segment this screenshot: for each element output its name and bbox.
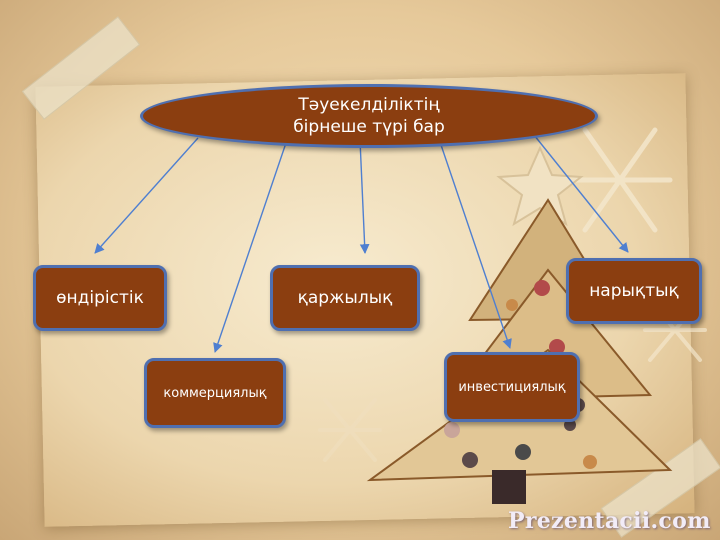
- root-node-label: Тәуекелділіктің бірнеше түрі бар: [293, 95, 445, 137]
- connector-market: [529, 129, 629, 253]
- node-commercial-label: коммерциялық: [163, 385, 267, 401]
- ornament: [583, 455, 597, 469]
- node-investment-label: инвестициялық: [458, 379, 566, 395]
- node-production-label: өндірістік: [56, 288, 144, 308]
- node-market: нарықтық: [566, 258, 702, 324]
- connector-commercial: [213, 139, 288, 353]
- snowflake-icon-left: [318, 398, 382, 462]
- node-financial: қаржылық: [270, 265, 420, 331]
- ornament: [462, 452, 478, 468]
- connector-investment: [439, 141, 512, 349]
- ornament: [515, 444, 531, 460]
- node-investment: инвестициялық: [444, 352, 580, 422]
- ornament: [564, 419, 576, 431]
- watermark-text: Prezentacii.com: [508, 508, 711, 534]
- ornament: [444, 422, 460, 438]
- root-node: Тәуекелділіктің бірнеше түрі бар: [140, 84, 598, 148]
- node-market-label: нарықтық: [589, 281, 679, 301]
- node-commercial: коммерциялық: [144, 358, 286, 428]
- ornament: [534, 280, 550, 296]
- node-production: өндірістік: [33, 265, 167, 331]
- tree-trunk: [492, 470, 526, 504]
- ornament: [506, 299, 518, 311]
- star-icon: [496, 145, 584, 227]
- connector-production: [94, 137, 199, 254]
- node-financial-label: қаржылық: [297, 288, 393, 308]
- ornament: [549, 339, 565, 355]
- connector-financial: [359, 139, 370, 254]
